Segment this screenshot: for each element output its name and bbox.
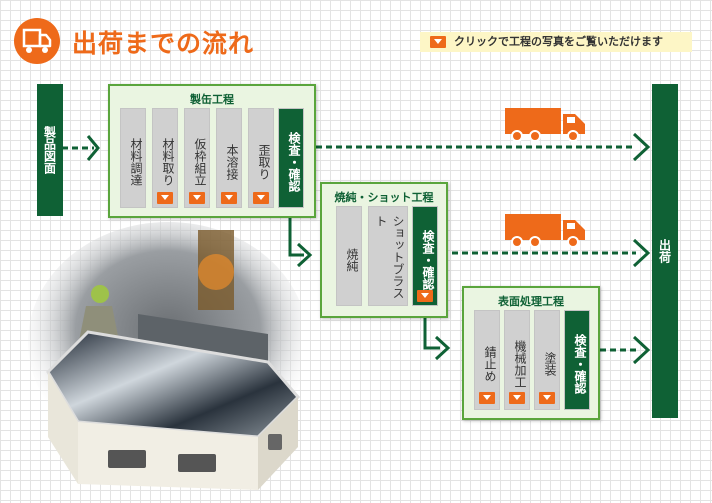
step-shot-blast: ショットブラスト <box>368 206 408 306</box>
truck-icon <box>505 106 587 146</box>
step-inspection: 検査・確認 <box>564 310 590 410</box>
photo-button[interactable] <box>539 392 555 404</box>
dropdown-marker-icon <box>430 36 446 48</box>
photo-button[interactable] <box>417 290 433 302</box>
photo-button[interactable] <box>253 192 269 204</box>
step-main-welding[interactable]: 本溶接 <box>216 108 242 208</box>
hint-text: クリックで工程の写真をご覧いただけます <box>454 35 663 48</box>
process-surface-treatment: 表面処理工程 錆止め 機械加工 塗装 検査・確認 <box>462 286 600 420</box>
step-material-procurement: 材料調達 <box>120 108 146 208</box>
page-title: 出荷までの流れ <box>72 29 255 58</box>
process-title: 焼純・ショット工程 <box>334 191 434 204</box>
process-title: 製缶工程 <box>190 93 234 106</box>
step-annealing: 焼純 <box>336 206 362 306</box>
step-temporary-frame-assembly[interactable]: 仮枠組立 <box>184 108 210 208</box>
process-annealing-shot: 焼純・ショット工程 焼純 ショットブラスト 検査・確認 <box>320 182 448 318</box>
truck-logo-icon <box>14 18 60 64</box>
step-material-cutting[interactable]: 材料取り <box>152 108 178 208</box>
step-distortion-removal[interactable]: 歪取り <box>248 108 274 208</box>
process-canning: 製缶工程 材料調達 材料取り 仮枠組立 本溶接 歪取り 検査・確認 <box>108 84 316 218</box>
step-inspection: 検査・確認 <box>278 108 304 208</box>
photo-hint-banner: クリックで工程の写真をご覧いただけます <box>420 32 692 52</box>
end-shipping: 出荷 <box>652 84 678 418</box>
photo-button[interactable] <box>189 192 205 204</box>
photo-button[interactable] <box>221 192 237 204</box>
photo-button[interactable] <box>479 392 495 404</box>
truck-icon <box>505 212 587 252</box>
photo-button[interactable] <box>157 192 173 204</box>
step-machining[interactable]: 機械加工 <box>504 310 530 410</box>
step-inspection[interactable]: 検査・確認 <box>412 206 438 306</box>
process-title: 表面処理工程 <box>498 295 564 308</box>
photo-button[interactable] <box>509 392 525 404</box>
start-product-drawing: 製品図面 <box>37 84 63 216</box>
factory-photo <box>28 222 308 494</box>
